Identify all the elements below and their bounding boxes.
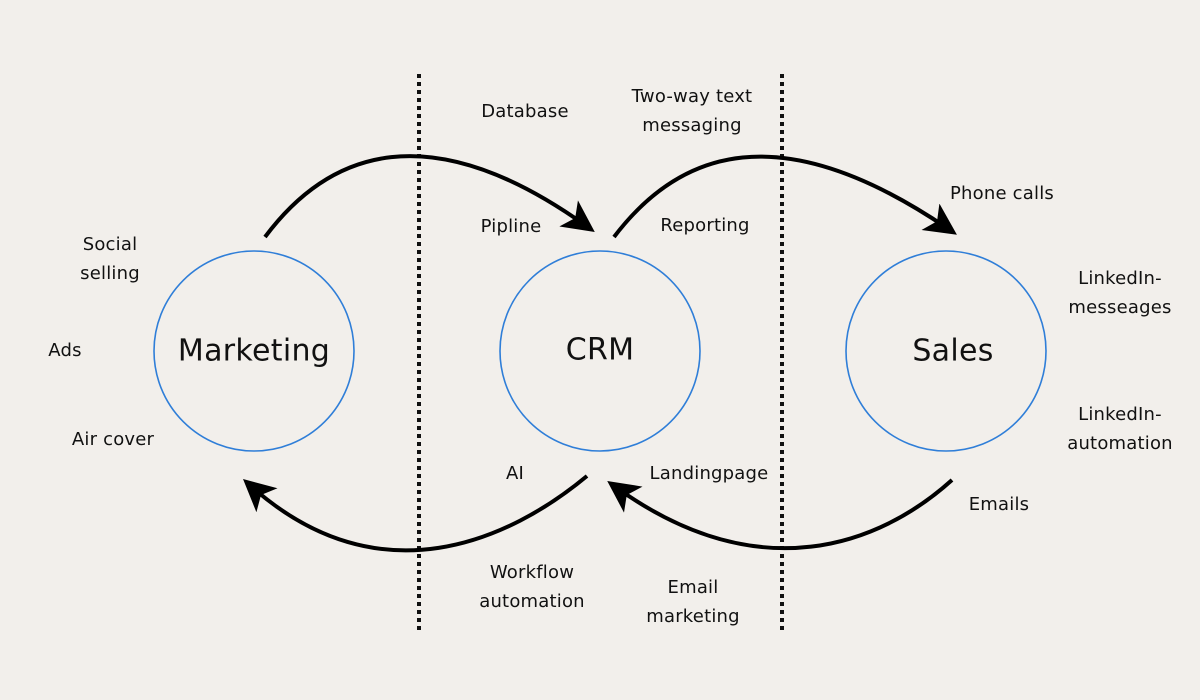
label-air-cover: Air cover [71,429,155,450]
label-landingpage: Landingpage [649,463,769,484]
arrow-crm-to-marketing [242,474,589,553]
label-ads: Ads [48,340,82,361]
label-reporting: Reporting [660,215,750,236]
node-marketing-label: Marketing [177,333,331,369]
node-crm-label: CRM [565,332,635,368]
node-circle-crm [499,250,701,452]
label-pipline: Pipline [480,216,542,237]
arrow-marketing-to-crm [263,154,595,239]
label-workflow-automation: Workflow automation [479,562,585,612]
label-emails: Emails [968,494,1030,515]
label-social-selling: Social selling [80,234,140,284]
label-phone-calls: Phone calls [950,183,1054,204]
label-linkedin-automation: LinkedIn- automation [1067,404,1173,454]
label-linkedin-messages: LinkedIn- messeages [1068,268,1172,318]
label-database: Database [481,101,569,122]
arrow-crm-to-sales [612,154,957,239]
label-ai: AI [505,463,525,484]
arrow-sales-to-crm [607,478,954,551]
node-circle-marketing [153,250,355,452]
node-circle-sales [845,250,1047,452]
label-email-marketing: Email marketing [646,577,740,627]
node-sales-label: Sales [912,333,994,369]
label-two-way-text: Two-way text messaging [631,86,753,136]
